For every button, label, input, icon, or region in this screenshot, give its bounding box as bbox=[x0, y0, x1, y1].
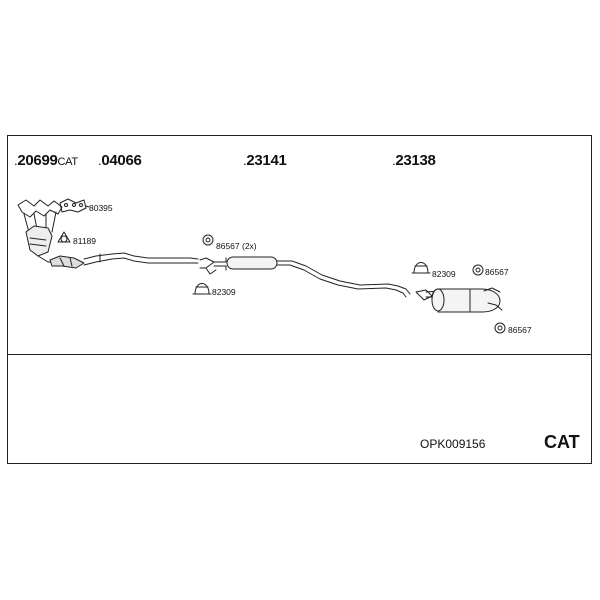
part-number-value: 20699 bbox=[17, 152, 58, 169]
part-number-rear-silencer: .23138 bbox=[392, 152, 436, 169]
part-number-cat-converter: .20699CAT bbox=[14, 152, 78, 169]
gasket-ring-81189 bbox=[57, 231, 71, 243]
rubber-mount-86567-mid bbox=[202, 234, 214, 246]
middle-silencer-23141 bbox=[199, 256, 411, 298]
rear-silencer-23138 bbox=[415, 287, 503, 313]
clamp-82309-mid bbox=[192, 283, 212, 295]
part-number-value: 04066 bbox=[101, 152, 142, 169]
callout-rubber-mount-mid: 86567 (2x) bbox=[216, 241, 257, 251]
gasket-manifold-80395 bbox=[59, 198, 90, 213]
clamp-82309-rear bbox=[411, 262, 431, 274]
kit-code: OPK009156 bbox=[420, 437, 486, 451]
diagram-divider bbox=[7, 354, 592, 355]
callout-rubber-mount-rear-bottom: 86567 bbox=[508, 325, 532, 335]
rubber-mount-86567-rear-top bbox=[472, 264, 484, 276]
part-number-value: 23141 bbox=[246, 152, 287, 169]
callout-clamp-rear: 82309 bbox=[432, 269, 456, 279]
callout-gasket-ring: 81189 bbox=[73, 236, 97, 246]
callout-gasket-manifold: 80395 bbox=[89, 203, 113, 213]
part-number-front-pipe: .04066 bbox=[98, 152, 142, 169]
callout-rubber-mount-rear-top: 86567 bbox=[485, 267, 509, 277]
kit-type: CAT bbox=[544, 432, 580, 452]
rubber-mount-86567-rear-bottom bbox=[494, 322, 506, 334]
part-number-suffix: CAT bbox=[57, 156, 79, 168]
front-pipe-04066 bbox=[49, 252, 199, 269]
part-number-value: 23138 bbox=[395, 152, 436, 169]
callout-clamp-mid: 82309 bbox=[212, 287, 236, 297]
catalytic-converter-manifold bbox=[17, 199, 63, 263]
part-number-middle-silencer: .23141 bbox=[243, 152, 287, 169]
diagram-frame bbox=[7, 135, 592, 464]
